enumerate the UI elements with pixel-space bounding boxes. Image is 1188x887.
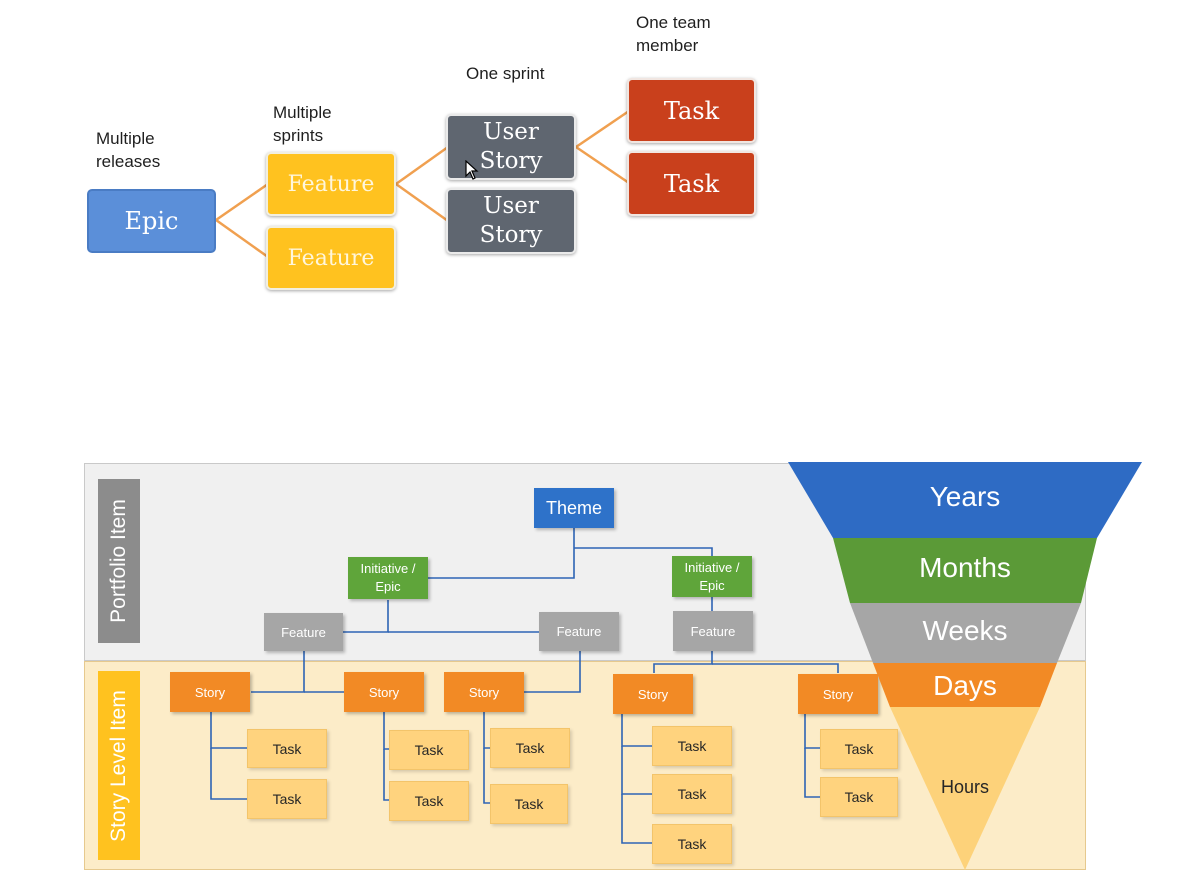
feature-box-1: Feature [266, 152, 396, 216]
user-story-2-line-2: Story [479, 222, 543, 248]
task-box-2: Task [627, 151, 756, 216]
funnel-weeks-label: Weeks [922, 615, 1008, 646]
funnel-years-label: Years [929, 481, 1001, 512]
portfolio-feature-node-1: Feature [264, 613, 343, 651]
funnel-hours-label: Hours [940, 777, 989, 797]
story-node-2: Story [344, 672, 424, 712]
epic-caption-line-1: Multiple [96, 129, 155, 148]
initiative-1-line-2: Epic [375, 579, 401, 594]
task-node-8: Task [652, 774, 732, 814]
portfolio-feature-node-3: Feature [673, 611, 753, 651]
mouse-cursor-icon [465, 160, 479, 180]
task-node-1: Task [247, 729, 327, 768]
epic-caption: Multiple releases [96, 127, 160, 173]
story-node-3: Story [444, 672, 524, 712]
story-node-1: Story [170, 672, 250, 712]
funnel-hours-band [890, 707, 1040, 870]
theme-node: Theme [534, 488, 614, 528]
task-caption-line-1: One team [636, 13, 711, 32]
story-node-4: Story [613, 674, 693, 714]
portfolio-feature-node-2: Feature [539, 612, 619, 651]
funnel-years-band [788, 462, 1142, 538]
epic-caption-line-2: releases [96, 152, 161, 171]
task-node-10: Task [820, 729, 898, 769]
initiative-node-1: Initiative / Epic [348, 557, 428, 599]
feature-box-2: Feature [266, 226, 396, 290]
story-caption: One sprint [466, 64, 545, 83]
task-node-3: Task [389, 730, 469, 770]
feature-caption-line-2: sprints [273, 126, 324, 145]
task-caption-line-2: member [636, 36, 699, 55]
task-node-5: Task [490, 728, 570, 768]
top-connectors [215, 109, 630, 259]
user-story-1-line-2: Story [479, 148, 543, 174]
task-caption: One team member [636, 11, 711, 57]
story-node-5: Story [798, 674, 878, 714]
funnel-months-band [833, 538, 1097, 603]
user-story-1-line-1: User [483, 119, 539, 145]
epic-box: Epic [87, 189, 216, 253]
initiative-1-line-1: Initiative / [360, 561, 416, 576]
feature-caption: Multiple sprints [273, 101, 332, 147]
feature-caption-line-1: Multiple [273, 103, 332, 122]
initiative-node-2: Initiative / Epic [672, 556, 752, 597]
funnel-days-label: Days [933, 670, 997, 701]
task-node-7: Task [652, 726, 732, 766]
funnel-weeks-band [850, 603, 1081, 663]
portfolio-lane-label: Portfolio Item [98, 479, 140, 643]
funnel-days-band [873, 663, 1057, 707]
user-story-2-line-1: User [483, 193, 539, 219]
initiative-2-line-2: Epic [699, 577, 725, 593]
task-node-9: Task [652, 824, 732, 864]
task-node-4: Task [389, 781, 469, 821]
task-node-11: Task [820, 777, 898, 817]
initiative-2-line-1: Initiative / [684, 559, 740, 575]
funnel-months-label: Months [919, 552, 1011, 583]
task-box-1: Task [627, 78, 756, 143]
story-level-lane-label: Story Level Item [98, 671, 140, 860]
task-node-6: Task [490, 784, 568, 824]
task-node-2: Task [247, 779, 327, 819]
